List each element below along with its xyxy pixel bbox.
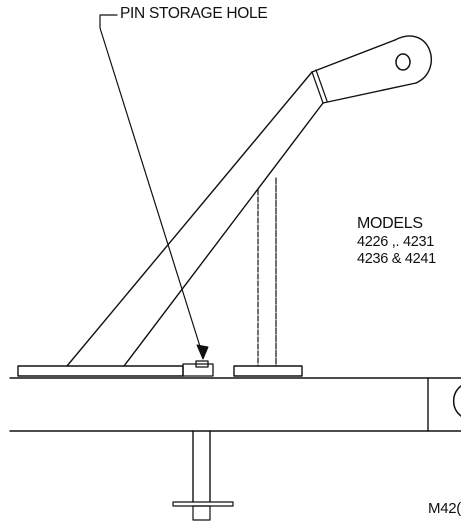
jack-post	[172, 430, 234, 521]
pin-storage-hole-label: PIN STORAGE HOLE	[120, 5, 268, 22]
callout-leader	[99, 14, 209, 360]
main-beam	[9, 377, 461, 432]
base-plates	[17, 360, 303, 377]
models-heading: MODELS	[357, 215, 423, 232]
figure-code: M42(	[428, 500, 461, 517]
arm-end-hole	[395, 53, 411, 71]
angled-arm	[66, 35, 432, 367]
models-list-line-2: 4236 & 4241	[357, 251, 436, 267]
vertical-post	[257, 177, 277, 367]
models-list-line-1: 4226 ,. 4231	[357, 234, 435, 250]
